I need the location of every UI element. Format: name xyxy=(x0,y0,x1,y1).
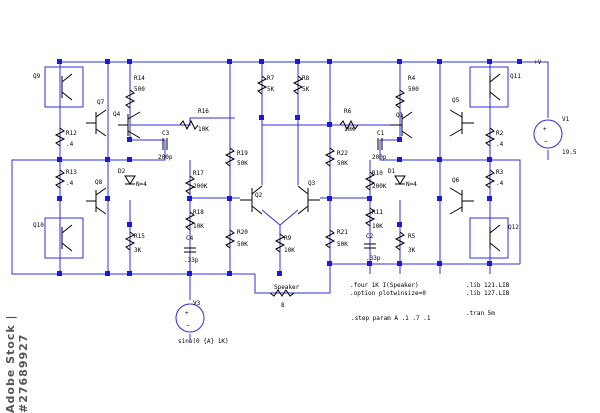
svg-text:R9: R9 xyxy=(284,235,292,242)
svg-text:R5: R5 xyxy=(408,233,416,240)
svg-text:.4: .4 xyxy=(496,180,504,187)
svg-text:R20: R20 xyxy=(237,229,248,236)
svg-text:.33p: .33p xyxy=(184,257,199,264)
svg-text:R18: R18 xyxy=(193,209,204,216)
svg-text:sine(0 {A} 1K): sine(0 {A} 1K) xyxy=(178,338,229,345)
svg-text:R7: R7 xyxy=(267,75,275,82)
svg-text:10K: 10K xyxy=(344,126,355,133)
svg-text:.option plotwinsize=0: .option plotwinsize=0 xyxy=(350,290,426,297)
svg-text:Q2: Q2 xyxy=(255,192,263,199)
svg-text:Q1: Q1 xyxy=(396,112,404,119)
svg-text:−: − xyxy=(186,322,190,329)
svg-text:.4: .4 xyxy=(66,180,74,187)
svg-text:R16: R16 xyxy=(198,108,209,115)
svg-text:Q3: Q3 xyxy=(308,180,316,187)
svg-text:50K: 50K xyxy=(337,241,348,248)
svg-text:500: 500 xyxy=(134,86,145,93)
svg-text:50K: 50K xyxy=(237,160,248,167)
spice-directives: .four 1K I(Speaker) .option plotwinsize=… xyxy=(350,282,510,322)
svg-text:200p: 200p xyxy=(158,154,173,161)
svg-text:Q9: Q9 xyxy=(33,73,41,80)
svg-text:.lib 121.LIB: .lib 121.LIB xyxy=(466,282,510,289)
svg-text:Q10: Q10 xyxy=(33,222,44,229)
svg-text:10K: 10K xyxy=(372,223,383,230)
svg-text:200K: 200K xyxy=(372,183,387,190)
svg-text:3K: 3K xyxy=(408,247,416,254)
svg-text:200K: 200K xyxy=(193,183,208,190)
svg-text:.four 1K I(Speaker): .four 1K I(Speaker) xyxy=(350,282,419,289)
svg-text:R12: R12 xyxy=(66,130,77,137)
svg-text:R2: R2 xyxy=(496,130,504,137)
svg-text:D1: D1 xyxy=(388,168,396,175)
svg-text:.step param A .1 .7 .1: .step param A .1 .7 .1 xyxy=(351,315,431,322)
svg-text:.33p: .33p xyxy=(366,255,381,262)
svg-text:R3: R3 xyxy=(496,169,504,176)
svg-text:V3: V3 xyxy=(193,300,201,307)
svg-text:10K: 10K xyxy=(193,223,204,230)
supply-label: +V xyxy=(534,59,542,66)
component-labels: +V Q9 Q7 Q4 Q8 Q10 Q2 Q3 Q1 Q5 Q6 Q11 Q1… xyxy=(33,59,577,345)
svg-text:R17: R17 xyxy=(193,170,204,177)
svg-text:Q11: Q11 xyxy=(510,73,521,80)
svg-text:.4: .4 xyxy=(496,141,504,148)
svg-text:Q4: Q4 xyxy=(113,111,121,118)
svg-text:R14: R14 xyxy=(134,75,145,82)
svg-text:+: + xyxy=(185,310,189,317)
svg-text:.tran 5m: .tran 5m xyxy=(466,310,495,317)
capacitors-diodes xyxy=(124,138,406,253)
svg-text:C4: C4 xyxy=(186,235,194,242)
svg-text:10K: 10K xyxy=(198,126,209,133)
stock-id-label: Adobe Stock | #27689927 xyxy=(4,314,30,413)
svg-text:Q8: Q8 xyxy=(95,179,103,186)
svg-text:Q12: Q12 xyxy=(508,224,519,231)
svg-text:−: − xyxy=(544,138,548,145)
svg-text:500: 500 xyxy=(408,86,419,93)
svg-text:C2: C2 xyxy=(366,233,374,240)
svg-text:Q7: Q7 xyxy=(97,99,105,106)
svg-text:V1: V1 xyxy=(562,116,570,123)
svg-text:.lib 127.LIB: .lib 127.LIB xyxy=(466,290,510,297)
svg-text:R13: R13 xyxy=(66,169,77,176)
svg-text:N=4: N=4 xyxy=(136,181,147,188)
svg-text:.4: .4 xyxy=(66,141,74,148)
svg-text:C3: C3 xyxy=(162,130,170,137)
svg-text:Q5: Q5 xyxy=(452,97,460,104)
svg-text:50K: 50K xyxy=(337,160,348,167)
svg-text:R4: R4 xyxy=(408,75,416,82)
svg-text:R22: R22 xyxy=(337,150,348,157)
svg-text:D2: D2 xyxy=(118,168,126,175)
svg-text:8: 8 xyxy=(281,302,285,309)
svg-text:R11: R11 xyxy=(372,209,383,216)
svg-text:Q6: Q6 xyxy=(452,177,460,184)
svg-text:+: + xyxy=(543,126,547,133)
svg-text:R10: R10 xyxy=(372,170,383,177)
svg-text:10K: 10K xyxy=(284,247,295,254)
svg-text:N=4: N=4 xyxy=(406,181,417,188)
svg-text:5K: 5K xyxy=(302,86,310,93)
svg-text:50K: 50K xyxy=(237,241,248,248)
nodes xyxy=(57,59,522,276)
sources: + − + − xyxy=(175,119,563,333)
svg-text:R19: R19 xyxy=(237,150,248,157)
svg-text:19.5: 19.5 xyxy=(562,149,577,156)
resistors xyxy=(54,75,496,253)
svg-text:5K: 5K xyxy=(267,86,275,93)
svg-text:R6: R6 xyxy=(344,108,352,115)
transistors xyxy=(44,66,509,259)
svg-text:200p: 200p xyxy=(372,154,387,161)
svg-text:C1: C1 xyxy=(377,130,385,137)
svg-text:R21: R21 xyxy=(337,229,348,236)
svg-text:3K: 3K xyxy=(134,247,142,254)
svg-text:R8: R8 xyxy=(302,75,310,82)
svg-text:Speaker: Speaker xyxy=(274,284,300,291)
svg-text:R15: R15 xyxy=(134,233,145,240)
